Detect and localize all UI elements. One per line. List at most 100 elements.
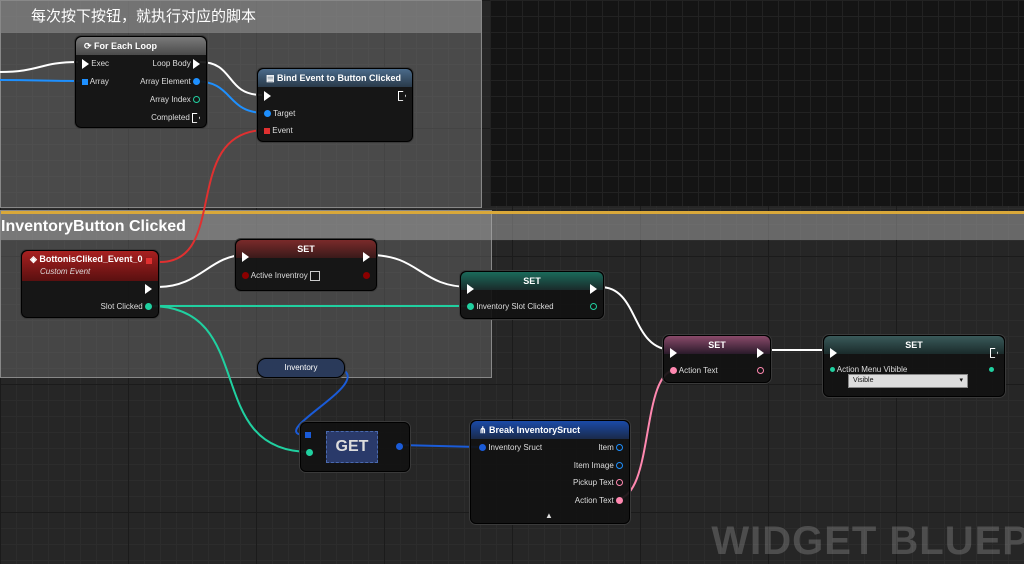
comment-title[interactable]: InventoryButton Clicked bbox=[1, 211, 1024, 240]
variable-label: Inventory bbox=[284, 363, 318, 372]
loop-body-pin[interactable]: Loop Body bbox=[153, 58, 200, 70]
array-pin[interactable]: Array bbox=[82, 76, 109, 88]
object-pin-icon bbox=[467, 303, 474, 311]
slot-out-pin[interactable] bbox=[590, 301, 597, 313]
get-label: GET bbox=[326, 431, 378, 463]
action-menu-pin[interactable]: Action Menu Vibible bbox=[830, 364, 907, 376]
exec-wire bbox=[199, 61, 263, 96]
exec-in-pin[interactable] bbox=[467, 283, 474, 295]
pickup-text-pin[interactable]: Pickup Text bbox=[573, 477, 623, 489]
exec-out-pin[interactable] bbox=[363, 251, 370, 263]
index-in-pin[interactable] bbox=[306, 447, 313, 459]
slot-pin[interactable]: Inventory Slot Clicked bbox=[467, 301, 554, 313]
active-inventory-pin[interactable]: Active Inventroy bbox=[242, 270, 320, 282]
object-pin-icon bbox=[590, 303, 597, 311]
text-out-pin[interactable] bbox=[757, 365, 764, 377]
exec-outline-icon bbox=[398, 90, 406, 101]
exec-out-pin[interactable] bbox=[145, 283, 152, 295]
pin-label: Target bbox=[273, 109, 296, 118]
struct-out-pin[interactable] bbox=[396, 441, 403, 453]
exec-icon bbox=[757, 347, 764, 358]
completed-pin[interactable]: Completed bbox=[151, 112, 200, 124]
int-pin-icon bbox=[193, 96, 200, 104]
exec-out-pin[interactable] bbox=[590, 283, 597, 295]
bool-pin-icon bbox=[363, 272, 370, 280]
exec-icon bbox=[670, 347, 677, 358]
pin-label: Exec bbox=[91, 59, 110, 68]
struct-in-pin[interactable]: Inventory Sruct bbox=[479, 442, 542, 454]
pin-label: Action Text bbox=[678, 366, 718, 375]
node-title: SET bbox=[236, 240, 376, 258]
enum-pin-icon bbox=[989, 367, 994, 373]
set-action-text-node[interactable]: SET Action Text bbox=[663, 335, 771, 383]
enum-out-pin[interactable] bbox=[989, 364, 994, 376]
graph-dark-region bbox=[490, 0, 1024, 206]
object-pin-icon bbox=[616, 444, 623, 452]
object-pin-icon bbox=[145, 303, 152, 311]
comment-title[interactable]: 每次按下按钮，就执行对应的脚本 bbox=[1, 1, 481, 33]
custom-event-node[interactable]: ◈ BottonisCliked_Event_0 Custom Event Sl… bbox=[21, 250, 159, 318]
array-wire bbox=[295, 367, 349, 436]
item-pin[interactable]: Item bbox=[598, 442, 623, 454]
exec-icon bbox=[193, 58, 200, 69]
exec-outline-icon bbox=[990, 347, 998, 358]
action-text-pin[interactable]: Action Text bbox=[670, 365, 718, 377]
checkbox[interactable] bbox=[309, 270, 320, 281]
exec-out-pin[interactable] bbox=[398, 90, 406, 102]
struct-wire bbox=[399, 444, 479, 448]
delegate-out-pin[interactable] bbox=[146, 255, 152, 267]
bind-event-node[interactable]: ▤ Bind Event to Button Clicked Target Ev… bbox=[257, 68, 413, 142]
exec-out-pin[interactable] bbox=[990, 347, 998, 359]
event-pin[interactable]: Event bbox=[264, 125, 293, 137]
array-index-pin[interactable]: Array Index bbox=[150, 94, 200, 106]
exec-icon bbox=[264, 90, 271, 101]
exec-in-pin[interactable] bbox=[242, 251, 249, 263]
pin-label: Item bbox=[598, 443, 614, 452]
array-element-pin[interactable]: Array Element bbox=[140, 76, 200, 88]
node-header: ▤ Bind Event to Button Clicked bbox=[258, 69, 412, 87]
exec-icon bbox=[467, 283, 474, 294]
visibility-dropdown[interactable]: Visible bbox=[848, 374, 968, 388]
array-in-pin[interactable] bbox=[305, 429, 311, 441]
pin-label: Active Inventroy bbox=[250, 271, 308, 280]
exec-icon bbox=[590, 283, 597, 294]
bool-pin-icon bbox=[242, 272, 249, 280]
expand-arrow-icon[interactable]: ▲ bbox=[545, 511, 553, 520]
pin-label: Array Element bbox=[140, 77, 191, 86]
exec-in-pin[interactable] bbox=[670, 347, 677, 359]
item-image-pin[interactable]: Item Image bbox=[574, 460, 623, 472]
set-active-inventory-node[interactable]: SET Active Inventroy bbox=[235, 239, 377, 291]
exec-in-pin[interactable] bbox=[830, 347, 837, 359]
node-header: ⋔ Break InventorySruct bbox=[471, 421, 629, 439]
bool-out-pin[interactable] bbox=[363, 270, 370, 282]
set-inventory-slot-node[interactable]: SET Inventory Slot Clicked bbox=[460, 271, 604, 319]
for-each-loop-node[interactable]: ⟳ For Each Loop Exec Array Loop Body Arr… bbox=[75, 36, 207, 128]
break-struct-node[interactable]: ⋔ Break InventorySruct Inventory Sruct I… bbox=[470, 420, 630, 524]
get-array-node[interactable]: GET bbox=[300, 422, 410, 472]
pin-label: Event bbox=[272, 126, 293, 135]
event-wire bbox=[159, 129, 267, 263]
text-pin-icon bbox=[757, 367, 764, 375]
exec-in-pin[interactable]: Exec bbox=[82, 58, 109, 70]
int-pin-icon bbox=[306, 449, 313, 457]
exec-out-pin[interactable] bbox=[757, 347, 764, 359]
target-pin[interactable]: Target bbox=[264, 108, 295, 120]
node-subtitle: Custom Event bbox=[40, 267, 91, 276]
pin-label: Action Menu Vibible bbox=[836, 365, 908, 374]
pin-label: Array Index bbox=[149, 95, 191, 104]
pin-label: Inventory Sruct bbox=[488, 443, 543, 452]
enum-pin-icon bbox=[830, 367, 835, 373]
node-title: For Each Loop bbox=[94, 41, 158, 51]
delegate-pin-icon bbox=[264, 127, 270, 134]
exec-in-pin[interactable] bbox=[264, 90, 271, 102]
object-pin-icon bbox=[193, 78, 200, 86]
pin-label: Slot Clicked bbox=[100, 302, 143, 311]
set-action-menu-node[interactable]: SET Action Menu Vibible Visible bbox=[823, 335, 1005, 397]
inventory-variable-node[interactable]: Inventory bbox=[257, 358, 345, 378]
action-text-out-pin[interactable]: Action Text bbox=[575, 495, 623, 507]
pin-label: Completed bbox=[151, 113, 190, 122]
exec-wire bbox=[599, 286, 674, 351]
delegate-pin-icon bbox=[146, 257, 152, 264]
slot-clicked-pin[interactable]: Slot Clicked bbox=[101, 301, 152, 313]
